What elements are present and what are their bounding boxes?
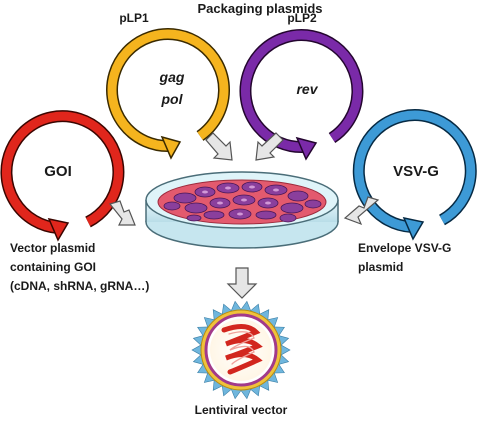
plp1-arrowhead: [160, 135, 182, 160]
packaging-plasmids-heading: Packaging plasmids: [198, 1, 323, 16]
arrow-dish-to-vector: [226, 267, 258, 299]
plp1-label: pLP1: [119, 11, 149, 25]
envelope-spike: [280, 344, 291, 356]
lentiviral-particle: [191, 300, 291, 400]
petri-dish: [145, 171, 339, 249]
arrow-vsvg-to-dish: [343, 196, 380, 226]
envelope-caption-line2: plasmid: [358, 260, 403, 274]
vector-caption-line2: containing GOI: [10, 260, 96, 274]
vsvg-gene-label: VSV-G: [393, 163, 439, 180]
goi-arrowhead: [47, 217, 70, 242]
arrow-plp1-to-dish: [205, 132, 233, 161]
vsvg-arrowhead: [402, 216, 425, 241]
plp2-gene-rev: rev: [296, 81, 318, 97]
plp1-plasmid-ring: [106, 28, 230, 160]
vector-caption-line1: Vector plasmid: [10, 241, 95, 255]
goi-plasmid-ring: [0, 110, 125, 242]
envelope-spike: [191, 344, 202, 356]
plp2-arrowhead: [295, 136, 318, 161]
lentiviral-vector-label: Lentiviral vector: [195, 403, 288, 417]
plp2-plasmid-ring: [239, 29, 364, 161]
plp1-gene-pol: pol: [161, 91, 184, 107]
arrow-goi-to-dish: [108, 200, 136, 226]
goi-gene-label: GOI: [44, 163, 72, 180]
arrow-plp2-to-dish: [255, 132, 284, 161]
envelope-caption-line1: Envelope VSV-G: [358, 241, 451, 255]
viral-rna-genome: [221, 324, 263, 375]
plp2-label: pLP2: [287, 11, 317, 25]
vector-caption-line3: (cDNA, shRNA, gRNA…): [10, 279, 149, 293]
plp1-gene-gag: gag: [159, 69, 185, 85]
